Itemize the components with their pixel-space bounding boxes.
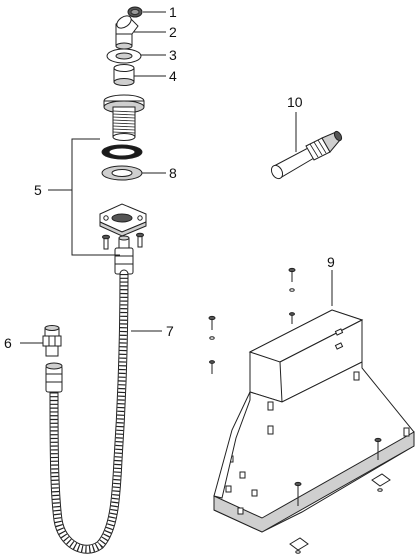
part-6-connector-nipple bbox=[42, 325, 62, 357]
part-9-mounting-bracket bbox=[213, 309, 415, 551]
part-7-flexible-hose bbox=[49, 269, 129, 554]
bracket-screw-3 bbox=[208, 315, 216, 340]
callout-1: 1 bbox=[169, 4, 177, 20]
mounting-screw-right bbox=[136, 232, 144, 248]
callout-4: 4 bbox=[169, 68, 177, 84]
part-10-cartridge bbox=[270, 130, 343, 180]
bracket-screw-6 bbox=[294, 481, 302, 554]
mounting-flange bbox=[99, 203, 147, 237]
callout-labels: 1 2 3 4 5 6 7 8 9 10 bbox=[4, 4, 335, 351]
callout-8: 8 bbox=[169, 165, 177, 181]
bracket-screw-2 bbox=[289, 312, 295, 324]
callout-5: 5 bbox=[34, 182, 42, 198]
callout-3: 3 bbox=[169, 47, 177, 63]
hose-bottom-fitting bbox=[45, 362, 63, 393]
part-8-washer bbox=[101, 165, 143, 181]
black-gasket bbox=[101, 144, 143, 160]
callout-7: 7 bbox=[166, 323, 174, 339]
part-4-sleeve bbox=[113, 64, 135, 86]
callout-2: 2 bbox=[169, 24, 177, 40]
mounting-screw-left bbox=[102, 234, 110, 250]
bracket-screw-1 bbox=[288, 267, 296, 292]
callout-9: 9 bbox=[327, 254, 335, 270]
part-1-o-ring bbox=[127, 6, 143, 18]
leader-lines bbox=[20, 11, 333, 344]
callout-10: 10 bbox=[287, 94, 303, 110]
threaded-shank bbox=[103, 94, 145, 141]
bracket-screw-5 bbox=[374, 437, 383, 492]
part-3-washer bbox=[106, 48, 142, 64]
bracket-screw-4 bbox=[209, 360, 215, 374]
part-2-elbow-fitting bbox=[115, 15, 139, 50]
callout-6: 6 bbox=[4, 335, 12, 351]
